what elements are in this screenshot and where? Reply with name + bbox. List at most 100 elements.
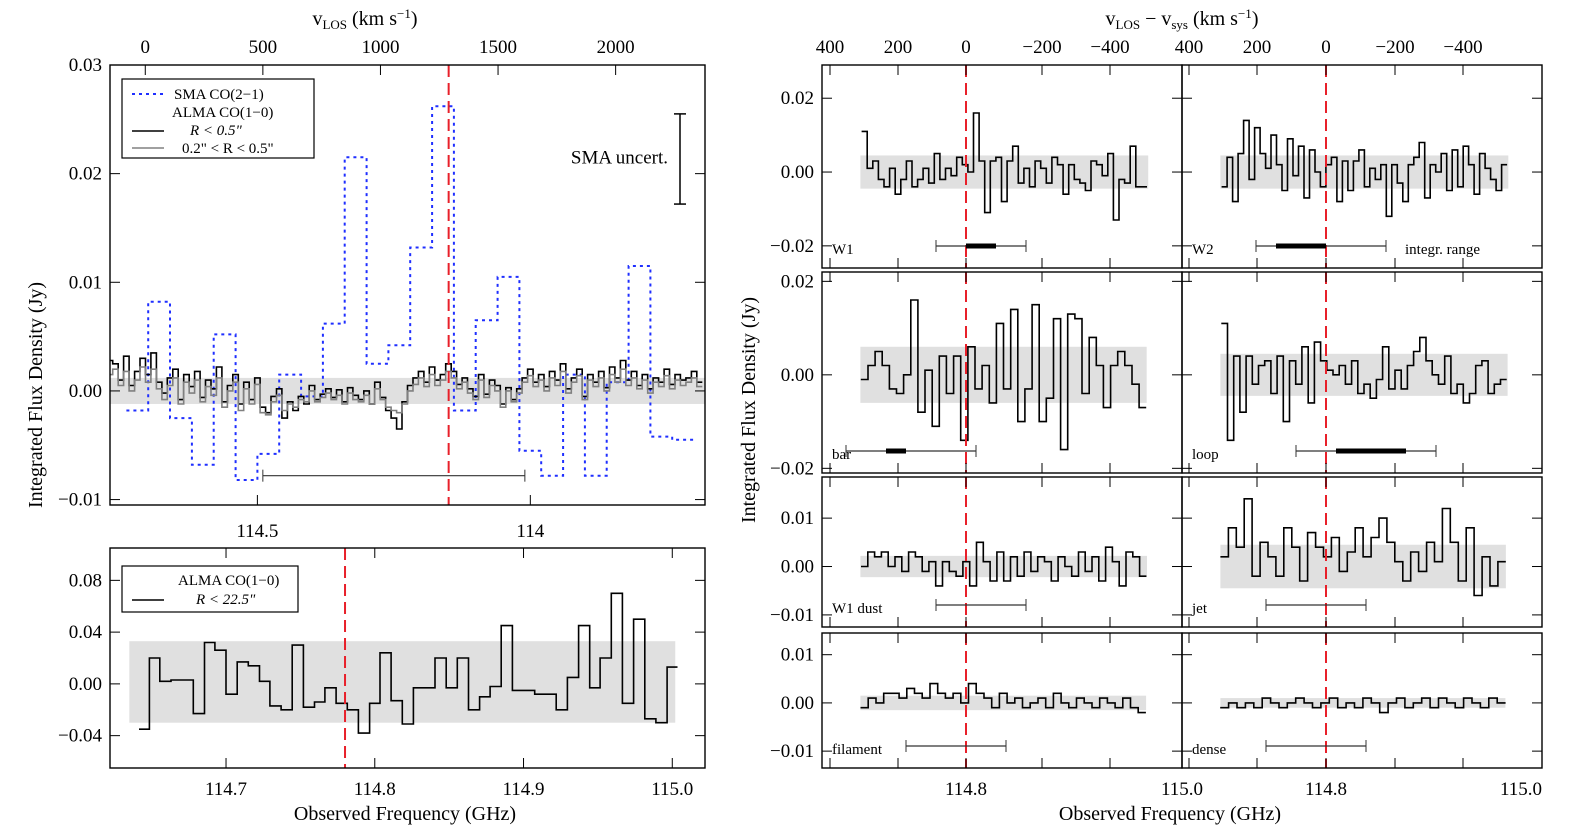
left-ylabel: Integrated Flux Density (Jy) <box>25 282 47 508</box>
x-tick-label: 114.5 <box>236 521 278 542</box>
panel-w2: W2 integr. range <box>1181 64 1543 269</box>
left-top-axis-label: vLOS (km s−1) <box>312 6 417 32</box>
panel-label: filament <box>832 742 883 758</box>
top-tick-label: 0 <box>1321 37 1331 58</box>
y-tick-label: 0.00 <box>781 365 814 386</box>
legend-box <box>121 565 299 613</box>
panel-label: W1 dust <box>832 601 883 617</box>
legend-label-annulus: 0.2" < R < 0.5" <box>182 141 274 157</box>
panel-label: W2 <box>1192 242 1214 258</box>
y-tick-label: −0.01 <box>58 490 102 511</box>
panel-jet: jet <box>1181 476 1543 628</box>
legend: ALMA CO(1−0) R < 22.5" <box>121 565 299 613</box>
legend-label-alma: ALMA CO(1−0) <box>172 105 273 121</box>
y-tick-label: 0.00 <box>781 693 814 714</box>
series-line-2 <box>110 366 703 416</box>
top-tick-label: 1000 <box>361 37 399 58</box>
sma-uncert-label: SMA uncert. <box>571 147 668 168</box>
plot-area <box>860 682 1147 714</box>
legend-label-inner: R < 0.5" <box>189 123 243 139</box>
top-tick-label: 2000 <box>597 37 635 58</box>
plot-area <box>860 112 1149 221</box>
x-tick-label: 114.8 <box>354 779 396 800</box>
legend-label-r: R < 22.5" <box>195 592 256 608</box>
series-line <box>861 112 1147 221</box>
x-tick-label: 115.0 <box>651 779 693 800</box>
plot-area <box>1220 498 1506 597</box>
panel-label: jet <box>1191 601 1208 617</box>
top-tick-label: −400 <box>1090 37 1129 58</box>
plot-area <box>1220 119 1509 218</box>
series-line <box>1221 322 1507 442</box>
top-tick-label: 200 <box>884 37 913 58</box>
panel-label: loop <box>1192 447 1219 463</box>
uncertainty-band <box>860 695 1147 711</box>
y-tick-label: 0.08 <box>69 570 102 591</box>
series-line <box>139 592 678 734</box>
y-tick-label: −0.04 <box>58 726 102 747</box>
right-xlabel: Observed Frequency (GHz) <box>1059 803 1281 825</box>
x-tick-label: 114 <box>516 521 544 542</box>
integr-range-label: integr. range <box>1405 242 1480 258</box>
top-tick-label: 1500 <box>479 37 517 58</box>
plot-area <box>860 541 1148 587</box>
x-tick-label: 115.0 <box>1161 779 1203 800</box>
y-tick-label: −0.01 <box>770 605 814 626</box>
panel-loop: loop <box>1181 271 1543 474</box>
top-tick-label: 400 <box>1175 37 1204 58</box>
series-line <box>1220 697 1506 714</box>
plot-area <box>110 105 705 481</box>
y-tick-label: 0.00 <box>69 381 102 402</box>
y-tick-label: −0.01 <box>770 741 814 762</box>
frame <box>109 547 706 769</box>
plot-area <box>129 592 678 734</box>
top-tick-label: 200 <box>1243 37 1272 58</box>
y-tick-label: 0.02 <box>781 271 814 292</box>
top-tick-label: 0 <box>141 37 151 58</box>
right-top-axis-label: vLOS − vsys (km s−1) <box>1106 6 1259 32</box>
y-tick-label: 0.01 <box>781 508 814 529</box>
legend-box <box>121 78 315 159</box>
series-line <box>861 541 1147 587</box>
panel-w1-dust: −0.01 0.00 0.01 W1 dust <box>770 476 1183 628</box>
x-tick-label: 114.7 <box>205 779 247 800</box>
y-tick-label: 0.02 <box>781 88 814 109</box>
y-tick-label: −0.02 <box>770 458 814 479</box>
legend: SMA CO(2−1) ALMA CO(1−0) R < 0.5" 0.2" < R … <box>121 78 315 159</box>
panel-label: W1 <box>832 242 854 258</box>
y-tick-label: 0.01 <box>69 272 102 293</box>
y-tick-label: −0.02 <box>770 236 814 257</box>
top-tick-label: 0 <box>961 37 971 58</box>
series-line <box>1221 119 1508 218</box>
uncertainty-band <box>860 155 1149 189</box>
series-line-0 <box>126 105 695 481</box>
frame <box>109 64 706 506</box>
left-xlabel: Observed Frequency (GHz) <box>294 803 516 825</box>
frame <box>1181 64 1543 269</box>
y-tick-label: 0.00 <box>781 162 814 183</box>
top-tick-label: 400 <box>816 37 845 58</box>
legend-label-sma: SMA CO(2−1) <box>174 87 264 103</box>
top-tick-label: −200 <box>1375 37 1414 58</box>
frame <box>1181 271 1543 474</box>
series-line-1 <box>110 352 703 430</box>
frame <box>1181 476 1543 628</box>
panel-label: dense <box>1192 742 1226 758</box>
plot-area <box>1220 322 1508 442</box>
series-line <box>860 299 1147 451</box>
legend-label-alma: ALMA CO(1−0) <box>178 573 279 589</box>
y-tick-label: 0.04 <box>69 622 103 643</box>
right-ylabel: Integrated Flux Density (Jy) <box>738 297 760 523</box>
top-tick-label: 500 <box>249 37 278 58</box>
panel-dense: dense <box>1181 632 1543 769</box>
top-tick-label: −400 <box>1443 37 1482 58</box>
plot-area <box>1220 697 1506 714</box>
y-tick-label: 0.02 <box>69 164 102 185</box>
y-tick-label: 0.00 <box>781 557 814 578</box>
